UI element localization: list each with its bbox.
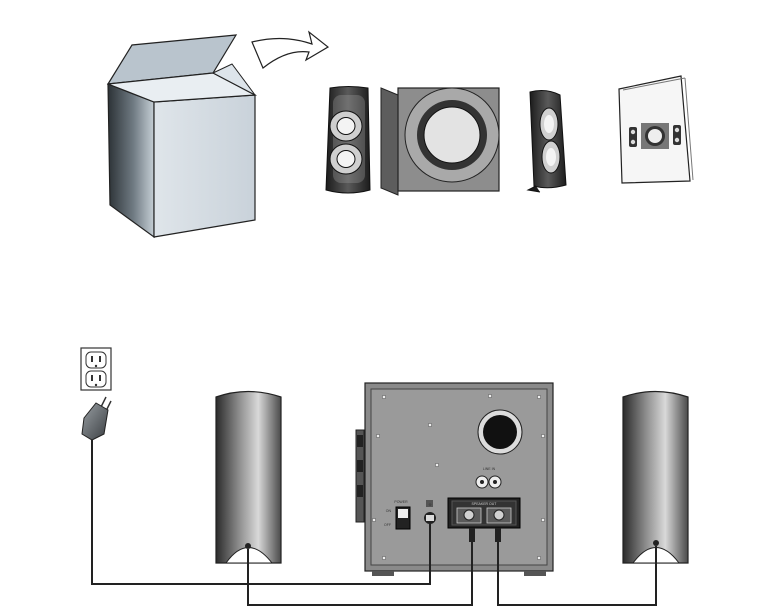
power-switch-area: Φ POWER ON OFF bbox=[384, 500, 433, 530]
speaker-plugs bbox=[469, 528, 501, 542]
phase-label: Φ bbox=[429, 503, 432, 507]
left-speaker-cable bbox=[247, 542, 473, 606]
line-in-label: LINE IN bbox=[483, 467, 496, 471]
arrow-right-icon bbox=[251, 30, 330, 69]
subwoofer-icon bbox=[380, 87, 500, 196]
cables bbox=[91, 440, 657, 606]
line-in-jacks: LINE IN bbox=[475, 467, 502, 489]
subwoofer-rear-panel bbox=[355, 382, 554, 576]
open-box-icon bbox=[106, 34, 258, 239]
off-label: OFF bbox=[384, 523, 391, 527]
satellite-speaker-left-icon bbox=[325, 86, 371, 194]
power-label: POWER bbox=[394, 500, 408, 504]
ac-input-socket bbox=[424, 512, 436, 524]
right-speaker-cable bbox=[497, 542, 657, 606]
satellite-speaker-right-icon bbox=[526, 90, 567, 193]
speaker-out-terminals: SPEAKER OUT bbox=[447, 497, 521, 529]
on-label: ON bbox=[386, 509, 392, 513]
power-plug-icon bbox=[81, 396, 112, 441]
power-cable bbox=[91, 440, 431, 585]
right-speaker-icon bbox=[622, 390, 689, 564]
user-manual-icon bbox=[618, 75, 694, 184]
left-speaker-icon bbox=[215, 390, 282, 564]
wall-outlet-icon bbox=[80, 347, 112, 391]
speaker-out-label: SPEAKER OUT bbox=[472, 502, 498, 506]
